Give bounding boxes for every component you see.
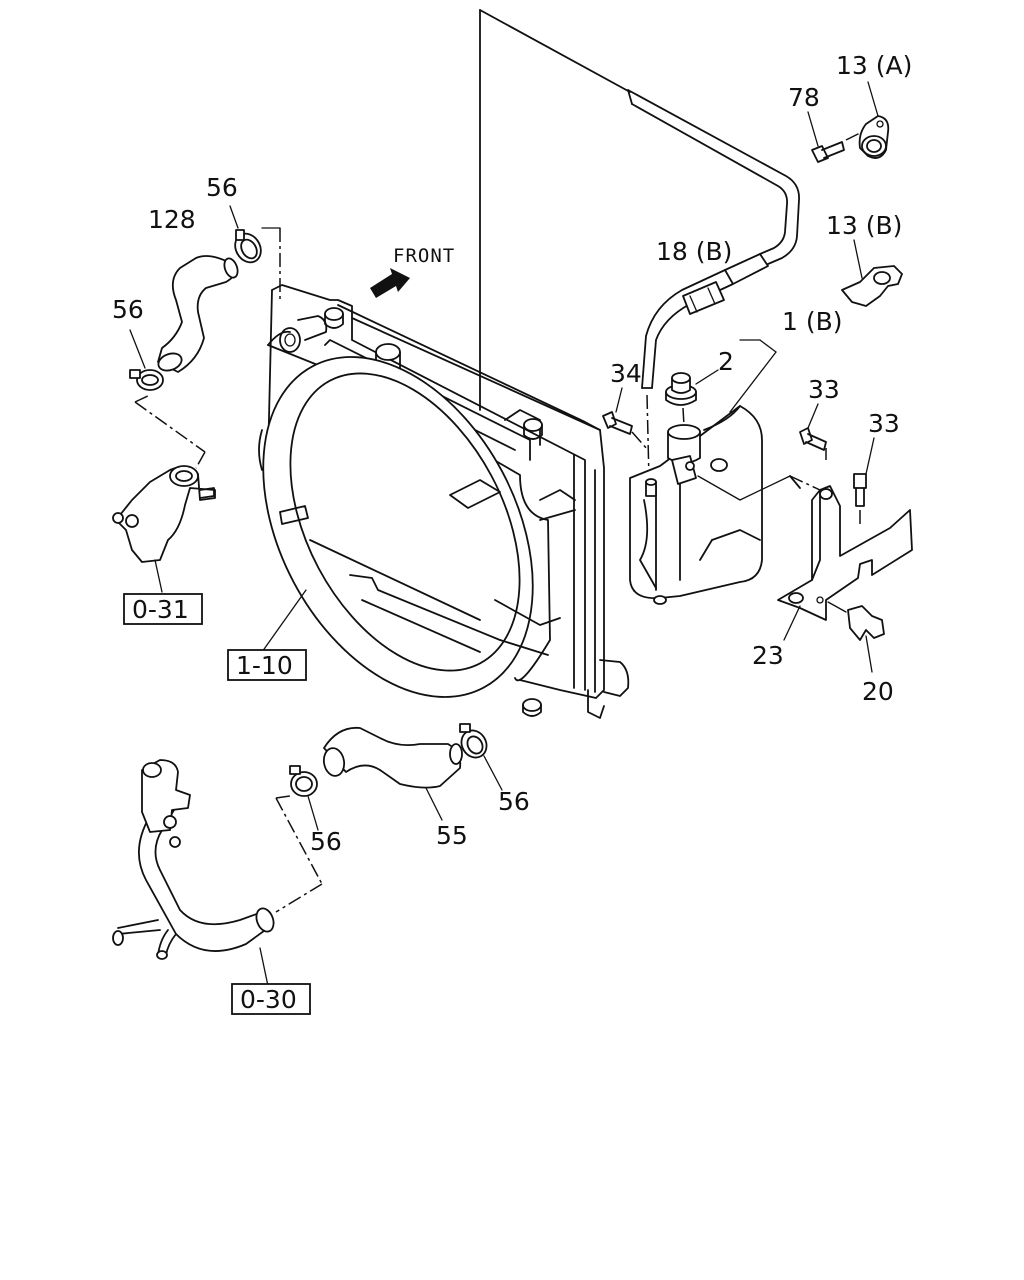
- callout-78: 78: [788, 83, 820, 112]
- radiator-assembly: [258, 284, 630, 719]
- ref-0-30: 0-30: [240, 985, 297, 1014]
- callout-20: 20: [862, 677, 894, 706]
- front-arrow-icon: [370, 268, 410, 298]
- thermostat-housing: [112, 465, 216, 593]
- clip-20: [827, 601, 885, 673]
- lower-radiator-hose: [322, 726, 463, 821]
- clip-13b: [841, 239, 903, 307]
- ref-box-0-30: 0-30: [231, 983, 311, 1015]
- callout-1b: 1 (B): [782, 307, 843, 336]
- mounting-bracket: [777, 475, 913, 641]
- callout-56-top: 56: [206, 173, 238, 202]
- callout-56-lower-left: 56: [310, 827, 342, 856]
- hose-clamp-upper-1: [229, 205, 262, 264]
- callout-56-left: 56: [112, 295, 144, 324]
- front-label: FRONT: [393, 245, 455, 267]
- ref-1-10: 1-10: [236, 651, 293, 680]
- reserve-tank: [629, 339, 791, 605]
- callout-13a: 13 (A): [836, 51, 912, 80]
- ref-0-31: 0-31: [132, 595, 189, 624]
- callout-128: 128: [148, 205, 196, 234]
- callout-34: 34: [610, 359, 642, 388]
- bolt-33-b: [853, 437, 875, 528]
- bolt-78: [807, 111, 863, 163]
- callout-2: 2: [718, 347, 734, 376]
- hose-clamp-lower-2: [275, 765, 323, 913]
- callout-18b: 18 (B): [656, 237, 732, 266]
- callout-13b: 13 (B): [826, 211, 902, 240]
- bolt-33-a: [799, 403, 827, 460]
- callout-23: 23: [752, 641, 784, 670]
- bolt-34: [602, 387, 649, 451]
- callout-33a: 33: [808, 375, 840, 404]
- callout-55: 55: [436, 821, 468, 850]
- overflow-hose: [479, 9, 800, 481]
- callout-33b: 33: [868, 409, 900, 438]
- ref-box-1-10: 1-10: [227, 589, 307, 681]
- hose-clamp-lower-1: [459, 723, 503, 791]
- clip-13a: [858, 81, 890, 159]
- hose-clamp-upper-2: [129, 329, 206, 469]
- callout-56-lower-right: 56: [498, 787, 530, 816]
- ref-box-0-31: 0-31: [123, 593, 203, 625]
- upper-radiator-hose: [157, 227, 281, 373]
- water-pipe: [112, 759, 275, 987]
- front-direction-indicator: FRONT: [370, 245, 455, 298]
